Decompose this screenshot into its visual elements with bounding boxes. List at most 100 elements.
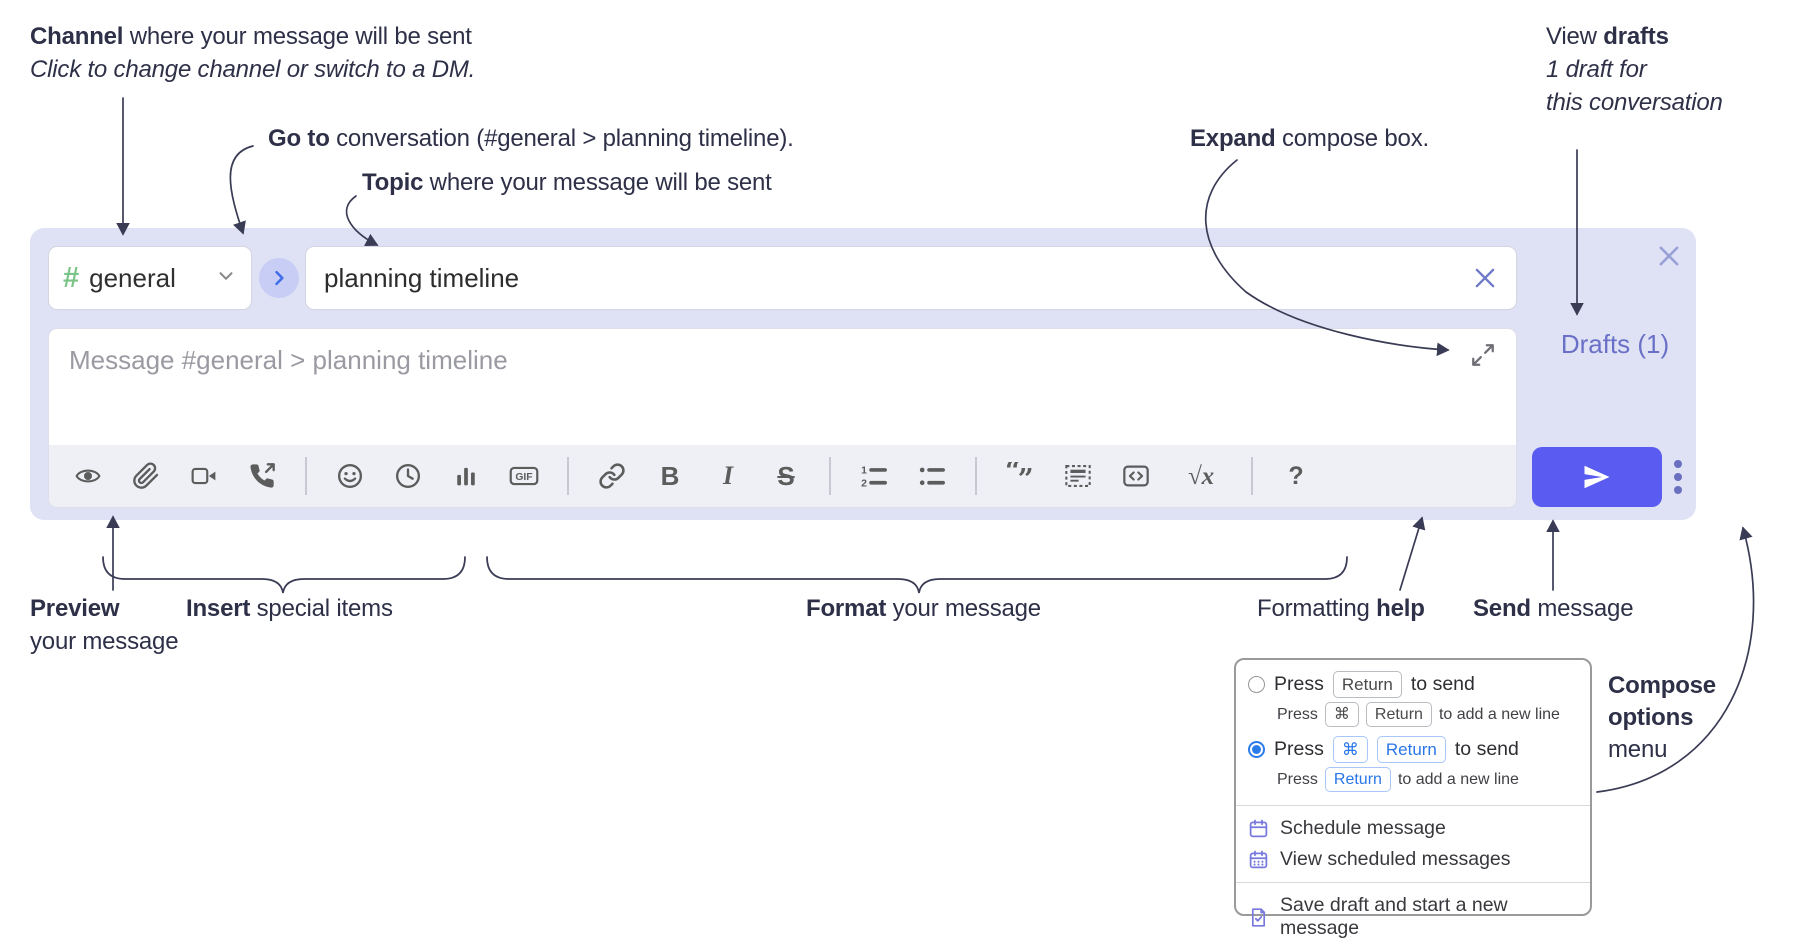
menu-item-label: Save draft and start a new message xyxy=(1280,894,1508,939)
radio-selected-icon[interactable] xyxy=(1248,741,1265,758)
topic-input[interactable] xyxy=(306,247,1516,309)
preview-button[interactable] xyxy=(73,459,103,493)
cmd-key-chip: ⌘ xyxy=(1332,736,1368,763)
add-voice-call-button[interactable] xyxy=(247,459,277,493)
italic-icon: I xyxy=(722,461,734,490)
go-to-conversation-button[interactable] xyxy=(259,258,299,298)
bulleted-list-icon xyxy=(919,467,945,486)
view-drafts-pre: View xyxy=(1546,23,1604,50)
save-draft-item[interactable]: Save draft and start a new message xyxy=(1236,890,1590,944)
svg-text:2: 2 xyxy=(861,478,867,490)
return-key-chip: Return xyxy=(1324,767,1391,792)
clear-topic-button[interactable] xyxy=(1470,264,1500,294)
expand-annotation-rest: compose box. xyxy=(1275,125,1429,152)
return-key-chip: Return xyxy=(1365,702,1432,727)
send-option-return[interactable]: Press Return to send xyxy=(1236,668,1590,701)
goto-annotation-rest: conversation (#general > planning timeli… xyxy=(329,125,794,152)
calendar-icon xyxy=(1248,818,1269,839)
expand-annotation: Expand compose box. xyxy=(1190,122,1429,155)
add-gif-button[interactable]: GIF xyxy=(509,459,539,493)
insert-annotation-rest: special items xyxy=(250,595,393,622)
formatting-help-arrow xyxy=(1399,516,1426,591)
drafts-link[interactable]: Drafts (1) xyxy=(1560,329,1670,359)
insert-brace xyxy=(102,556,466,594)
code-button[interactable] xyxy=(1121,459,1151,493)
option-subtext: Press xyxy=(1277,770,1318,788)
phone-outgoing-icon xyxy=(250,463,275,488)
toolbar-divider xyxy=(1251,457,1253,495)
svg-text:GIF: GIF xyxy=(515,472,532,483)
return-key-chip: Return xyxy=(1332,671,1402,698)
quote-button[interactable]: “” xyxy=(1005,459,1035,493)
channel-annotation-rest: where your message will be sent xyxy=(123,23,472,50)
attach-file-button[interactable] xyxy=(131,459,161,493)
option-subtext: Press xyxy=(1277,705,1318,723)
paperclip-icon xyxy=(133,462,159,489)
toolbar-divider xyxy=(975,457,977,495)
compose-options-menu: Press Return to send Press ⌘ Return to a… xyxy=(1234,658,1592,939)
menu-item-label: Schedule message xyxy=(1280,817,1446,839)
close-compose-button[interactable] xyxy=(1654,242,1684,272)
view-drafts-line2: 1 draft for xyxy=(1546,56,1647,83)
italic-button[interactable]: I xyxy=(713,459,743,493)
compose-options-bold1: Compose xyxy=(1608,672,1716,699)
expand-compose-button[interactable] xyxy=(1468,341,1498,371)
send-annotation-bold: Send xyxy=(1473,595,1531,622)
format-annotation-bold: Format xyxy=(806,595,887,622)
svg-text:1: 1 xyxy=(861,465,867,477)
view-scheduled-messages-item[interactable]: View scheduled messages xyxy=(1236,844,1590,875)
strikethrough-icon: S xyxy=(777,461,795,491)
send-annotation: Send message xyxy=(1473,592,1634,625)
code-icon xyxy=(1123,465,1149,487)
svg-text:“: “ xyxy=(1005,462,1021,488)
eye-icon xyxy=(75,469,101,483)
send-option-cmd-return[interactable]: Press ⌘ Return to send xyxy=(1236,733,1590,766)
compose-box: # general xyxy=(30,228,1696,520)
gif-icon: GIF xyxy=(509,466,539,486)
option-subtext: to add a new line xyxy=(1397,770,1519,788)
channel-annotation-bold: Channel xyxy=(30,23,124,50)
cmd-key-chip: ⌘ xyxy=(1324,702,1359,727)
link-button[interactable] xyxy=(597,459,627,493)
option-text: to send xyxy=(1454,738,1519,760)
calendar-days-icon xyxy=(1248,849,1269,870)
radio-unselected-icon[interactable] xyxy=(1248,676,1265,693)
preview-annotation-line2: your message xyxy=(30,628,179,655)
preview-annotation: Preview your message xyxy=(30,592,179,658)
schedule-message-item[interactable]: Schedule message xyxy=(1236,813,1590,844)
channel-annotation-sub: Click to change channel or switch to a D… xyxy=(30,56,476,83)
topic-field-wrap xyxy=(305,246,1517,310)
clock-icon xyxy=(395,463,421,489)
add-video-call-button[interactable] xyxy=(189,459,219,493)
strikethrough-button[interactable]: S xyxy=(771,459,801,493)
topic-annotation: Topic where your message will be sent xyxy=(362,166,772,199)
formatting-help-pre: Formatting xyxy=(1257,595,1377,622)
message-formatting-button[interactable]: ? xyxy=(1281,459,1311,493)
compose-options-rest: menu xyxy=(1608,736,1668,763)
bulleted-list-button[interactable] xyxy=(917,459,947,493)
emoji-button[interactable] xyxy=(335,459,365,493)
compose-options-annotation: Compose options menu xyxy=(1608,670,1716,766)
format-annotation-rest: your message xyxy=(886,595,1042,622)
add-poll-button[interactable] xyxy=(451,459,481,493)
message-area: GIF B I S 12 xyxy=(48,328,1517,508)
topic-annotation-rest: where your message will be sent xyxy=(423,169,772,196)
close-icon xyxy=(1659,246,1679,266)
spoiler-button[interactable] xyxy=(1063,459,1093,493)
close-icon xyxy=(1475,268,1495,288)
format-annotation: Format your message xyxy=(806,592,1041,625)
goto-annotation: Go to conversation (#general > planning … xyxy=(268,122,794,155)
message-input[interactable] xyxy=(49,329,1516,445)
send-button[interactable] xyxy=(1532,447,1662,507)
compose-options-button[interactable] xyxy=(1664,449,1692,505)
menu-item-label: View scheduled messages xyxy=(1280,848,1511,870)
channel-selector[interactable]: # general xyxy=(48,246,252,310)
bold-button[interactable]: B xyxy=(655,459,685,493)
add-global-time-button[interactable] xyxy=(393,459,423,493)
return-key-chip: Return xyxy=(1376,736,1446,763)
formatting-help-bold: help xyxy=(1376,595,1425,622)
quote-icon: “” xyxy=(1005,462,1034,490)
math-button[interactable]: √x xyxy=(1179,459,1223,493)
